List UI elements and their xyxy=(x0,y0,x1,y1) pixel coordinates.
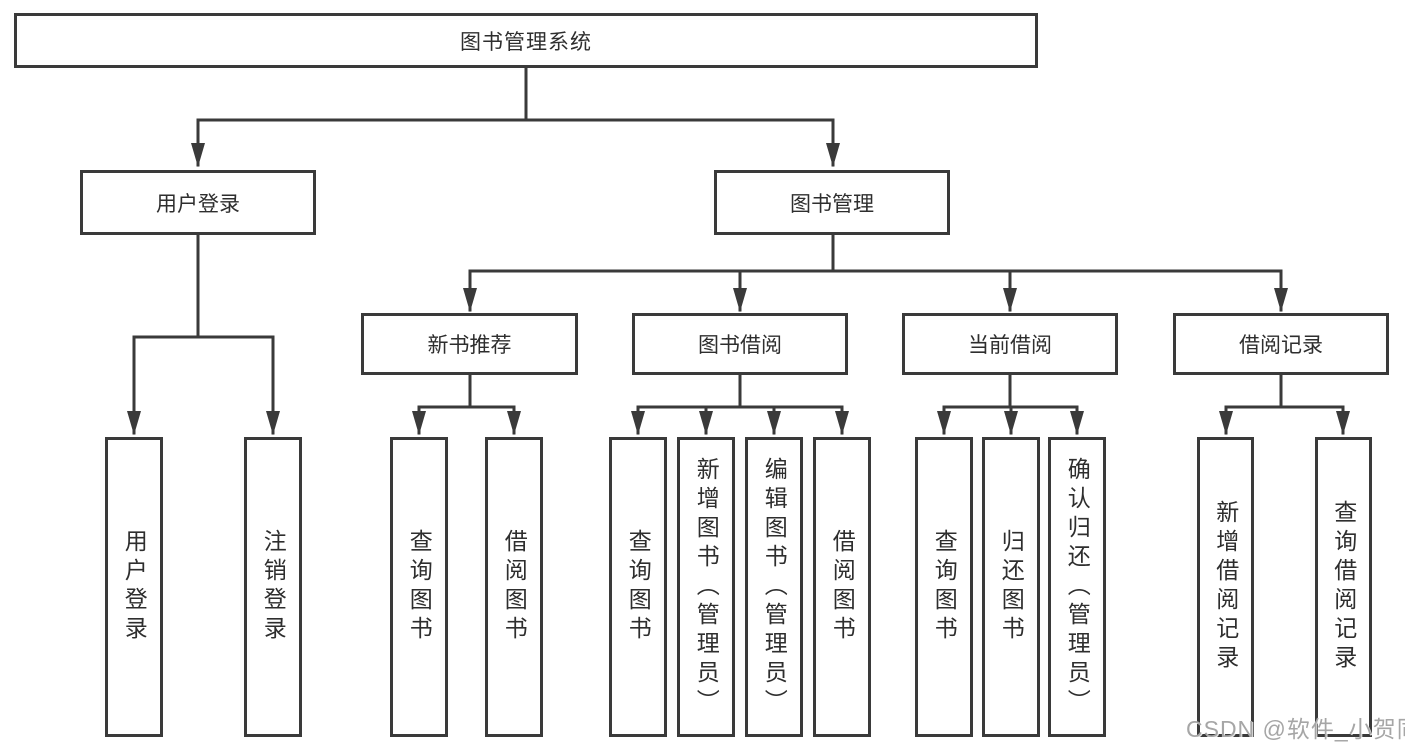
node-label: 编辑图书（管理员） xyxy=(761,456,788,718)
node-leaf-add-books-admin: 新增图书（管理员） xyxy=(677,437,735,737)
node-borrowing-records: 借阅记录 xyxy=(1173,313,1389,375)
node-leaf-borrow-books-1: 借阅图书 xyxy=(485,437,543,737)
node-leaf-return-books: 归还图书 xyxy=(982,437,1040,737)
node-label: 借阅图书 xyxy=(501,529,528,645)
node-label: 当前借阅 xyxy=(968,334,1052,357)
node-label: 图书管理系统 xyxy=(460,30,592,54)
node-leaf-logout: 注销登录 xyxy=(244,437,302,737)
node-leaf-query-borrow-record: 查询借阅记录 xyxy=(1315,437,1372,737)
node-label: 用户登录 xyxy=(156,192,240,216)
node-leaf-borrow-books-2: 借阅图书 xyxy=(813,437,871,737)
node-label: 注销登录 xyxy=(260,529,287,645)
csdn-watermark: CSDN @软件_小贺同学 xyxy=(1186,716,1405,742)
node-label: 查询图书 xyxy=(406,529,433,645)
node-label: 新书推荐 xyxy=(427,334,512,357)
node-label: 查询图书 xyxy=(931,529,958,645)
node-label: 新增图书（管理员） xyxy=(693,456,720,718)
node-new-book-recommendation: 新书推荐 xyxy=(361,313,578,375)
node-leaf-query-books-1: 查询图书 xyxy=(390,437,448,737)
node-leaf-add-borrow-record: 新增借阅记录 xyxy=(1197,437,1254,737)
node-user-login-branch: 用户登录 xyxy=(80,170,316,235)
node-label: 查询图书 xyxy=(625,529,652,645)
node-label: 确认归还（管理员） xyxy=(1064,456,1091,718)
node-leaf-query-books-3: 查询图书 xyxy=(915,437,973,737)
node-leaf-query-books-2: 查询图书 xyxy=(609,437,667,737)
node-label: 新增借阅记录 xyxy=(1212,500,1239,674)
node-current-borrowing: 当前借阅 xyxy=(902,313,1118,375)
node-book-borrowing: 图书借阅 xyxy=(632,313,848,375)
node-label: 借阅图书 xyxy=(829,529,856,645)
node-leaf-confirm-return-admin: 确认归还（管理员） xyxy=(1048,437,1106,737)
node-label: 查询借阅记录 xyxy=(1330,500,1357,674)
node-label: 借阅记录 xyxy=(1239,334,1323,357)
node-book-management: 图书管理 xyxy=(714,170,950,235)
node-label: 归还图书 xyxy=(998,529,1025,645)
node-leaf-edit-books-admin: 编辑图书（管理员） xyxy=(745,437,803,737)
node-label: 图书管理 xyxy=(790,192,874,216)
node-label: 用户登录 xyxy=(121,529,148,645)
node-label: 图书借阅 xyxy=(698,334,782,357)
node-leaf-user-login: 用户登录 xyxy=(105,437,163,737)
node-library-management-system: 图书管理系统 xyxy=(14,13,1038,68)
